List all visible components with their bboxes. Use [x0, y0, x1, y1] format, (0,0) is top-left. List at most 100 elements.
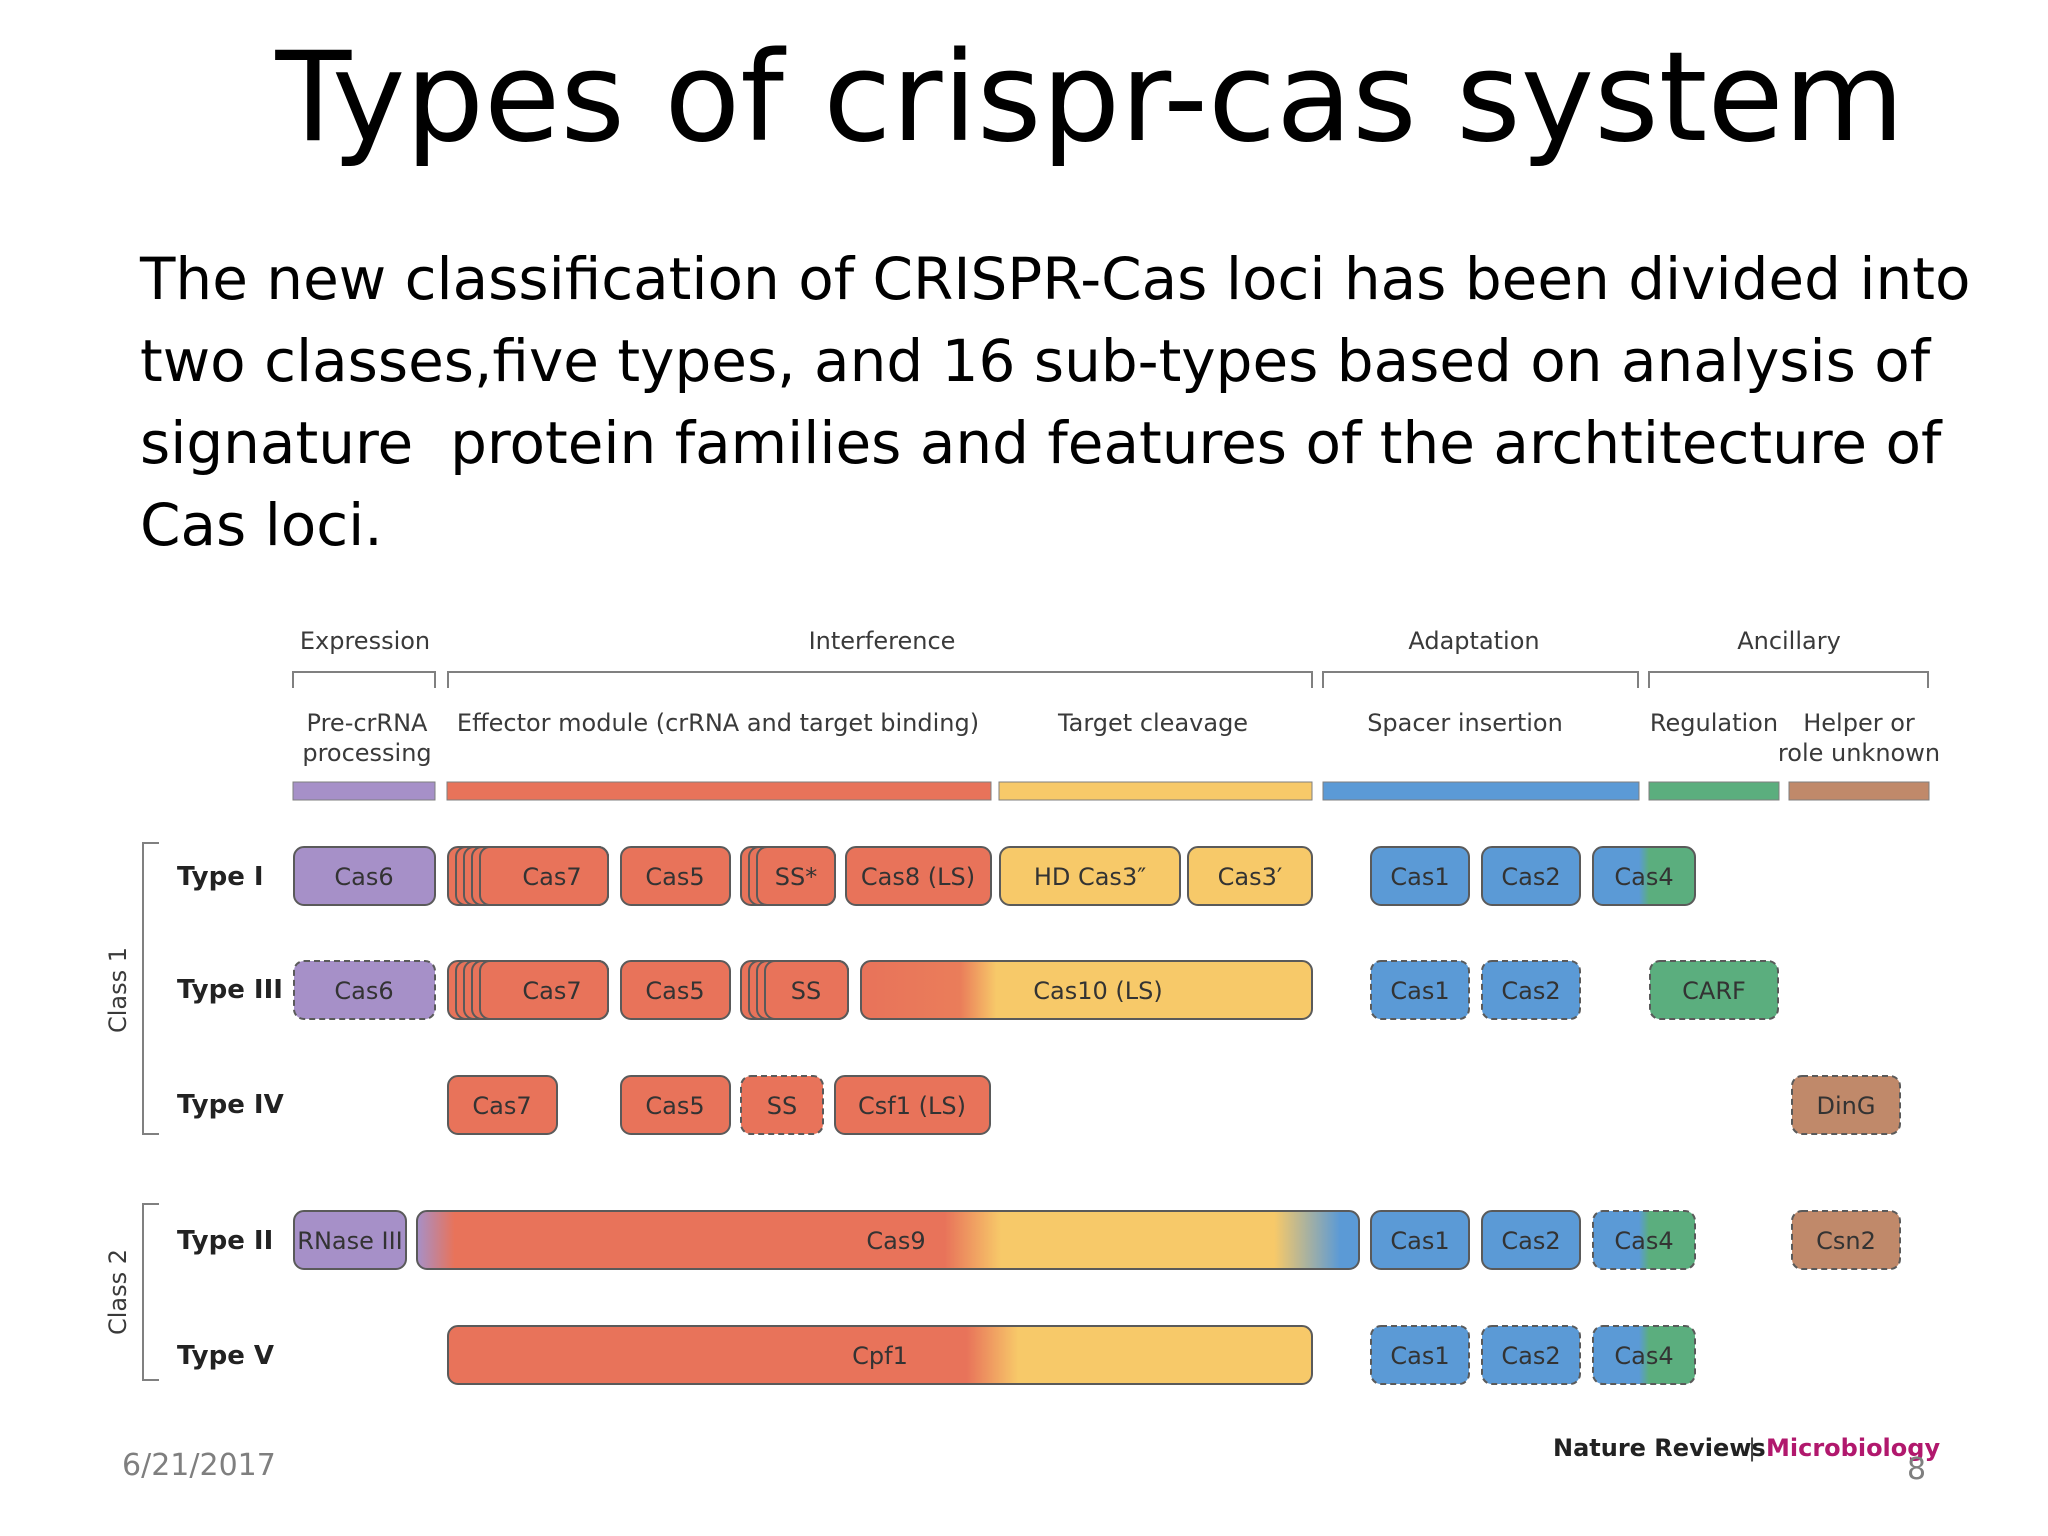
type3-cas7-label: Cas7	[522, 977, 581, 1005]
type2-cas4-box: Cas4	[1592, 1210, 1696, 1270]
type3-cas10-label: Cas10 (LS)	[1033, 977, 1162, 1005]
type2-csn2-box: Csn2	[1791, 1210, 1901, 1270]
type4-ding-box: DinG	[1791, 1075, 1901, 1135]
type1-cas8-box: Cas8 (LS)	[845, 846, 992, 906]
type3-cas1-box: Cas1	[1370, 960, 1470, 1020]
type1-ss-label: SS*	[775, 863, 817, 891]
type1-cas7-label: Cas7	[522, 863, 581, 891]
bar-regulation	[1648, 781, 1780, 801]
bracket-expression	[292, 671, 436, 688]
class2-label: Class 2	[104, 1249, 132, 1335]
type5-cas1-box: Cas1	[1370, 1325, 1470, 1385]
type1-hdcas3-box: HD Cas3″	[999, 846, 1181, 906]
type3-cas1-label: Cas1	[1390, 977, 1449, 1005]
credit-journal: Nature Reviews	[1553, 1434, 1766, 1462]
type5-cas2-label: Cas2	[1501, 1342, 1560, 1370]
subheader-regulation: Regulation	[1650, 709, 1778, 737]
type3-cas6-label: Cas6	[334, 977, 393, 1005]
class1-label: Class 1	[104, 947, 132, 1033]
type2-label: Type II	[177, 1226, 273, 1256]
type1-cas2-box: Cas2	[1481, 846, 1581, 906]
type1-cas6-label: Cas6	[334, 863, 393, 891]
type1-cas4-label: Cas4	[1614, 863, 1673, 891]
subheader-pre-crrna: Pre-crRNA	[307, 709, 429, 737]
type1-cas1-label: Cas1	[1390, 863, 1449, 891]
type3-cas6-box: Cas6	[293, 960, 436, 1020]
type3-label: Type III	[177, 975, 283, 1005]
type2-rnase-box: RNase III	[293, 1210, 407, 1270]
type4-ss-box: SS	[740, 1075, 824, 1135]
type2-cas1-label: Cas1	[1390, 1227, 1449, 1255]
header-expression: Expression	[300, 627, 430, 655]
type2-cas1-box: Cas1	[1370, 1210, 1470, 1270]
body-line: The new classification of CRISPR-Cas loc…	[140, 245, 1971, 313]
type4-label: Type IV	[177, 1090, 284, 1120]
type5-cpf1-label: Cpf1	[852, 1342, 908, 1370]
type2-cas2-label: Cas2	[1501, 1227, 1560, 1255]
type3-cas5-box: Cas5	[620, 960, 731, 1020]
type4-csf1-box: Csf1 (LS)	[834, 1075, 991, 1135]
subheader-helper: Helper or	[1803, 709, 1915, 737]
bar-effector	[446, 781, 992, 801]
header-adaptation: Adaptation	[1408, 627, 1539, 655]
type2-cas9-box: Cas9	[416, 1210, 1360, 1270]
subheader-effector: Effector module (crRNA and target bindin…	[457, 709, 979, 737]
type3-cas7-box: Cas7	[447, 960, 609, 1020]
type1-cas5-label: Cas5	[645, 863, 704, 891]
type1-hdcas3-label: HD Cas3″	[1034, 863, 1146, 891]
type5-cas1-label: Cas1	[1390, 1342, 1449, 1370]
subheader-role-unknown: role unknown	[1778, 739, 1940, 767]
type1-cas6-box: Cas6	[293, 846, 436, 906]
type4-cas5-label: Cas5	[645, 1092, 704, 1120]
type1-cas4-box: Cas4	[1592, 846, 1696, 906]
subheader-spacer-insertion: Spacer insertion	[1367, 709, 1563, 737]
bracket-adaptation	[1322, 671, 1639, 688]
bracket-ancillary	[1648, 671, 1929, 688]
type2-csn2-label: Csn2	[1816, 1227, 1876, 1255]
type5-cas2-box: Cas2	[1481, 1325, 1581, 1385]
type4-csf1-label: Csf1 (LS)	[858, 1092, 966, 1120]
type4-cas5-box: Cas5	[620, 1075, 731, 1135]
type2-cas2-box: Cas2	[1481, 1210, 1581, 1270]
subheader-processing: processing	[302, 739, 431, 767]
crispr-classification-figure: Expression Interference Adaptation Ancil…	[104, 627, 1940, 1462]
bracket-class2	[142, 1203, 159, 1381]
type4-cas7-label: Cas7	[472, 1092, 531, 1120]
body-line: Cas loci.	[140, 491, 383, 559]
slide-page-number: 8	[1907, 1452, 1927, 1487]
type3-cas5-label: Cas5	[645, 977, 704, 1005]
type3-ss-label: SS	[791, 977, 821, 1005]
type5-cpf1-box: Cpf1	[447, 1325, 1313, 1385]
bar-target-cleavage	[998, 781, 1313, 801]
type4-ding-label: DinG	[1817, 1092, 1876, 1120]
type2-cas4-label: Cas4	[1614, 1227, 1673, 1255]
type3-cas2-label: Cas2	[1501, 977, 1560, 1005]
bar-spacer-insertion	[1322, 781, 1640, 801]
slide-body: The new classification of CRISPR-Cas loc…	[140, 238, 2000, 566]
type5-cas4-label: Cas4	[1614, 1342, 1673, 1370]
slide-title: Types of crispr-cas system	[275, 26, 1905, 170]
type5-label: Type V	[177, 1341, 274, 1371]
bracket-class1	[142, 842, 159, 1135]
type1-cas2-label: Cas2	[1501, 863, 1560, 891]
type5-cas4-box: Cas4	[1592, 1325, 1696, 1385]
type3-carf-label: CARF	[1682, 977, 1746, 1005]
credit-separator: |	[1748, 1434, 1756, 1462]
type1-cas7-box: Cas7	[447, 846, 609, 906]
slide-date: 6/21/2017	[122, 1448, 276, 1483]
bar-helper	[1788, 781, 1930, 801]
type1-cas5-box: Cas5	[620, 846, 731, 906]
type1-label: Type I	[177, 862, 264, 892]
type3-cas10-box: Cas10 (LS)	[860, 960, 1313, 1020]
body-line: two classes,five types, and 16 sub-types…	[140, 327, 1931, 395]
type2-cas9-label: Cas9	[866, 1227, 925, 1255]
type3-ss-box: SS	[740, 960, 849, 1020]
type1-ss-box: SS*	[740, 846, 836, 906]
body-line: signature protein families and features …	[140, 409, 1942, 477]
type4-ss-label: SS	[767, 1092, 797, 1120]
credit-topic: Microbiology	[1766, 1434, 1940, 1462]
subheader-target-cleavage: Target cleavage	[1057, 709, 1248, 737]
type2-rnase-label: RNase III	[297, 1227, 402, 1255]
type4-cas7-box: Cas7	[447, 1075, 558, 1135]
type1-cas3-label: Cas3′	[1218, 863, 1283, 891]
